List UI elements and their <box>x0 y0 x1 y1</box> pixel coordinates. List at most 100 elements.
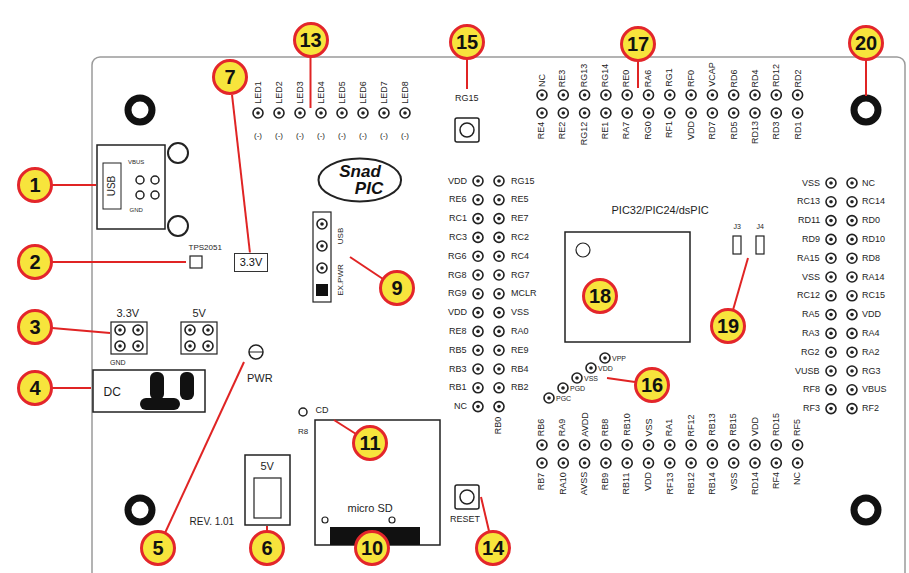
pin-hole <box>647 443 651 447</box>
callout-number: 14 <box>475 530 511 566</box>
pin-ring <box>729 90 739 100</box>
callout-circle <box>19 311 52 344</box>
pin-ring <box>847 272 857 282</box>
pin-label: RB6 <box>537 418 546 436</box>
pin-hole <box>829 275 833 279</box>
leader-line <box>165 362 244 533</box>
pin-ring <box>847 253 857 263</box>
pin-label: RB4 <box>511 365 529 374</box>
pin-hole <box>497 217 501 221</box>
pin-label: RB8 <box>601 418 610 436</box>
header-pin <box>847 385 857 395</box>
pin-ring <box>729 458 739 468</box>
pin-label: RE4 <box>537 121 546 139</box>
pin-hole <box>829 407 833 411</box>
solder-jumper <box>733 236 741 254</box>
push-button <box>460 123 474 137</box>
header-pin <box>644 458 654 468</box>
pin-ring <box>115 341 125 351</box>
header-pin <box>707 108 717 118</box>
header-pin <box>644 90 654 100</box>
pin-label: RB7 <box>537 472 546 490</box>
pin-ring <box>826 216 836 226</box>
header-pin <box>707 90 717 100</box>
pin-hole <box>829 294 833 298</box>
pin-hole <box>850 200 854 204</box>
pin-ring <box>826 253 836 263</box>
header-pin <box>847 310 857 320</box>
callout-circle <box>294 24 327 57</box>
pin-hole <box>340 111 344 115</box>
pin-hole <box>829 238 833 242</box>
header-pin <box>115 325 125 335</box>
header-pin <box>473 195 483 205</box>
callout-circle <box>354 427 387 460</box>
pin-ring <box>707 108 717 118</box>
pin-label: RE2 <box>559 121 568 139</box>
usb-pad <box>136 176 144 184</box>
pin-label: RF3 <box>803 404 820 413</box>
pin-ring <box>847 216 857 226</box>
pin-ring <box>729 440 739 450</box>
callout-text: 9 <box>391 278 402 298</box>
header-pin <box>473 364 483 374</box>
header-pin <box>622 440 632 450</box>
header-pin <box>316 108 326 118</box>
pin-ring <box>317 241 327 251</box>
pin-label: RD10 <box>862 235 885 244</box>
dc-jack <box>93 370 205 412</box>
pin-ring <box>572 373 582 383</box>
pin-ring <box>847 178 857 188</box>
pin-ring <box>494 289 504 299</box>
usb-shield-pad <box>168 216 188 236</box>
header-pin <box>771 458 781 468</box>
pin-ring <box>793 440 803 450</box>
pin-label: RE1 <box>601 121 610 139</box>
pin-hole <box>256 111 260 115</box>
pin-label: RB2 <box>511 383 529 392</box>
pin-hole <box>497 198 501 202</box>
pin-hole <box>476 273 480 277</box>
pin-ring <box>544 393 554 403</box>
pin-hole <box>476 179 480 183</box>
pin-hole <box>689 443 693 447</box>
pin-hole <box>497 236 501 240</box>
header-pin <box>847 253 857 263</box>
pin-label: RA9 <box>559 418 568 436</box>
pin-hole <box>647 111 651 115</box>
pin-ring <box>203 341 213 351</box>
header-pin <box>729 458 739 468</box>
mcu-chip <box>565 232 690 342</box>
pin-hole <box>850 256 854 260</box>
callout-text: 5 <box>152 538 163 558</box>
test-pad <box>299 408 307 416</box>
led-label: LED5 <box>337 81 346 104</box>
pin-label: RA15 <box>797 254 820 263</box>
pin-hole <box>497 330 501 334</box>
pin-hole <box>829 219 833 223</box>
pin-ring <box>847 366 857 376</box>
header-pin <box>826 328 836 338</box>
callout-circle <box>381 272 414 305</box>
header-pin <box>644 108 654 118</box>
header-pin <box>494 289 504 299</box>
pin-ring <box>750 108 760 118</box>
pin-label: RE8 <box>449 327 467 336</box>
header-pin <box>317 219 327 229</box>
pin-label: RE7 <box>511 214 529 223</box>
pin-ring <box>494 232 504 242</box>
button-label: RG15 <box>455 94 479 103</box>
pin-label: RC14 <box>862 197 885 206</box>
dc-jack-pin <box>140 398 180 410</box>
callout-number: 10 <box>354 530 390 566</box>
pin-hole <box>497 311 501 315</box>
header-pin <box>665 440 675 450</box>
pin-hole <box>561 386 565 390</box>
pin-ring <box>494 364 504 374</box>
callout-text: 10 <box>361 538 383 558</box>
callout-number: 1 <box>17 167 53 203</box>
callout-circle <box>142 532 175 565</box>
header-pin <box>580 458 590 468</box>
pin-hole <box>829 350 833 354</box>
pin-ring <box>379 108 389 118</box>
